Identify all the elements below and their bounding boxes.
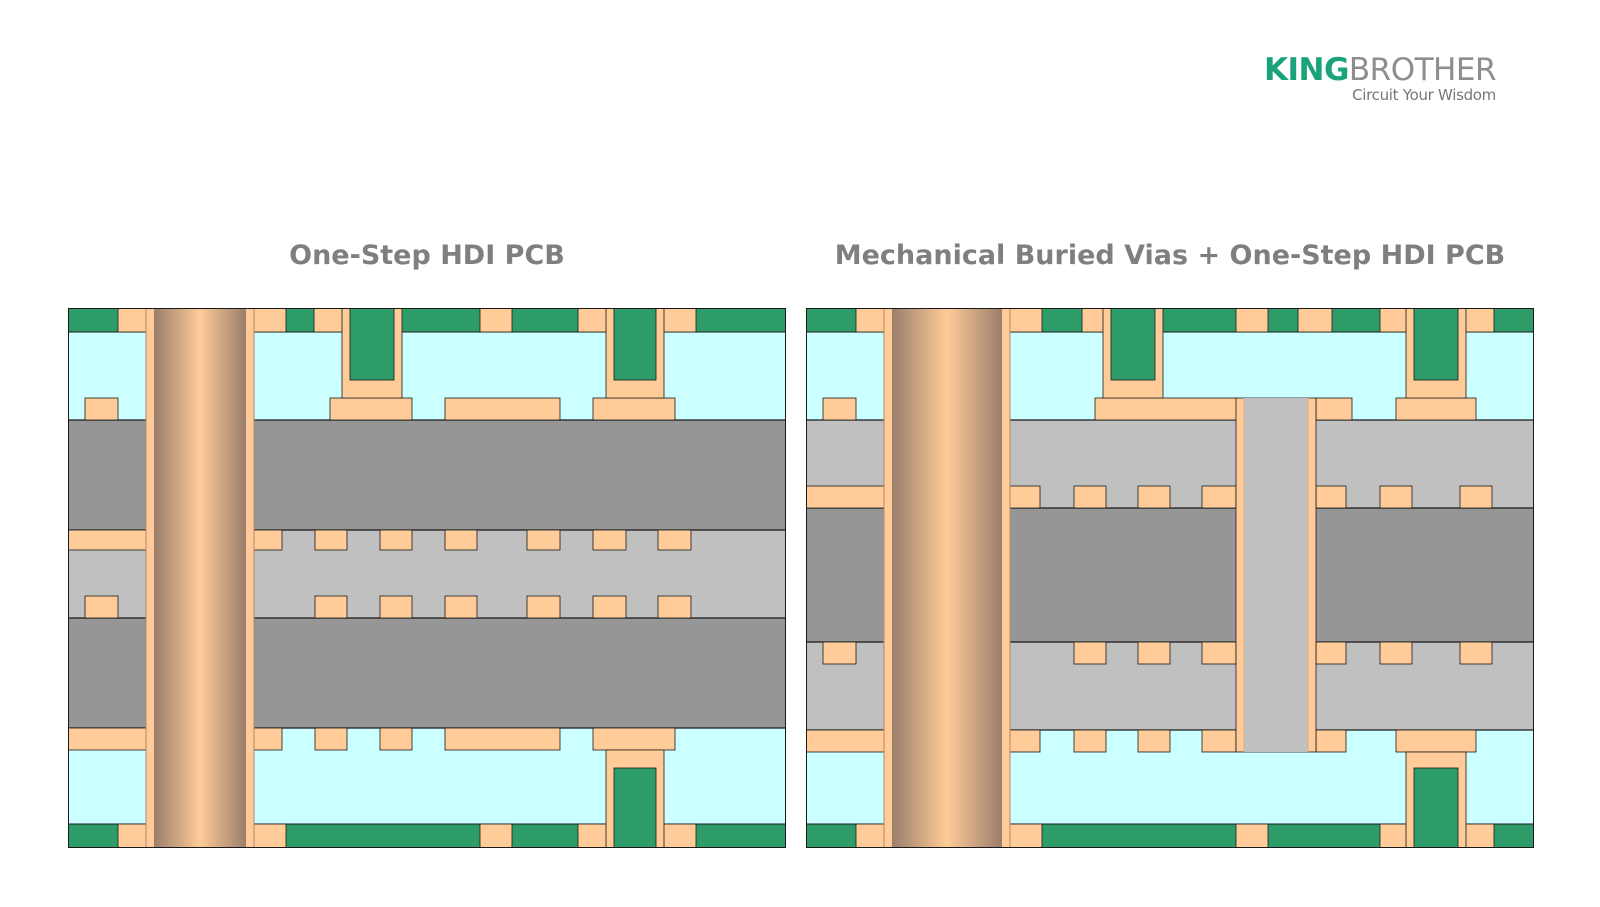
logo-brother: BROTHER xyxy=(1348,52,1497,88)
pcb-stackup-one-step-hdi xyxy=(68,308,786,848)
microvia-top-1 xyxy=(341,308,403,399)
copper-traces-inner xyxy=(68,397,692,751)
brand-logo: KINGBROTHER Circuit Your Wisdom xyxy=(1263,52,1497,104)
pcb-stackup-buried-vias-hdi xyxy=(806,308,1534,848)
microvia-top-2 xyxy=(1405,308,1467,399)
plated-through-hole xyxy=(883,308,1011,848)
logo-king: KING xyxy=(1263,52,1349,88)
microvia-top-2 xyxy=(605,308,665,399)
mechanical-buried-via xyxy=(1235,397,1317,753)
diagram-title-buried-vias-hdi: Mechanical Buried Vias + One-Step HDI PC… xyxy=(834,240,1506,271)
microvia-bottom xyxy=(605,749,665,848)
diagram-title-one-step-hdi: One-Step HDI PCB xyxy=(289,240,565,271)
logo-tagline: Circuit Your Wisdom xyxy=(1352,86,1496,104)
microvia-bottom xyxy=(1405,751,1467,848)
microvia-top-1 xyxy=(1102,308,1164,399)
logo-wordmark: KINGBROTHER xyxy=(1263,52,1497,88)
plated-through-hole xyxy=(145,308,255,848)
